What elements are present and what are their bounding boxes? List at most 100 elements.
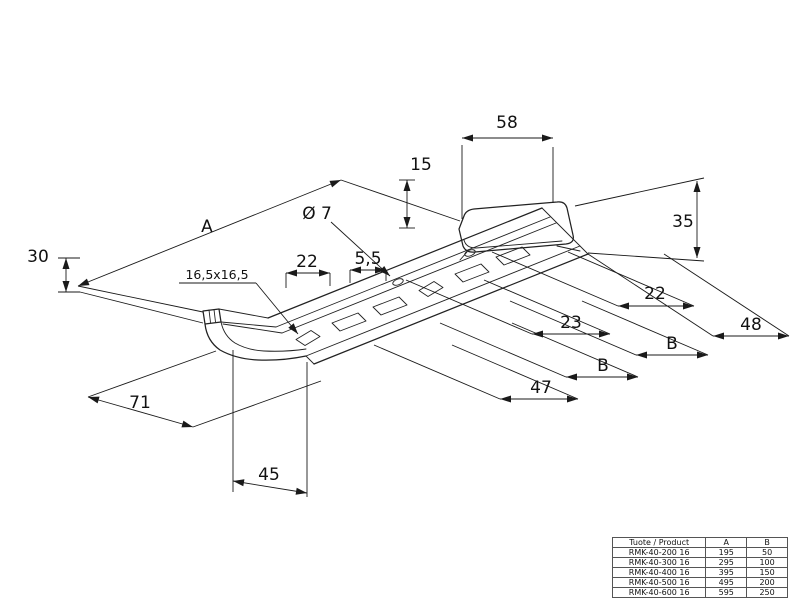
dim-label-A: A — [201, 217, 213, 237]
dimension-A: A — [77, 179, 461, 313]
left-clamp — [202, 308, 315, 365]
bracket-part — [202, 201, 589, 365]
dim-label-45: 45 — [258, 465, 280, 485]
plate-end-right — [541, 207, 589, 255]
cell-product: RMK-40-500 16 — [611, 577, 707, 588]
cell-A: 395 — [705, 567, 748, 578]
dimension-58: 58 — [461, 113, 554, 219]
dim-label-5-5: 5,5 — [354, 249, 381, 269]
hook-hatch-2 — [213, 309, 216, 323]
cell-product: RMK-40-300 16 — [611, 557, 707, 568]
table-header-row: Tuote / Product A B — [611, 537, 788, 548]
ext-line — [340, 179, 461, 222]
cell-A: 495 — [705, 577, 748, 588]
plate — [267, 207, 589, 365]
ext-line — [663, 253, 790, 337]
ext-line — [439, 322, 567, 378]
table-row: RMK-40-600 16 595 250 — [611, 587, 788, 598]
dimension-22-right: 22 — [491, 251, 695, 310]
cell-B: 100 — [746, 557, 788, 568]
clamp-top-1 — [218, 308, 269, 319]
clamp-top-2 — [220, 321, 277, 328]
plate-edge-far — [267, 207, 543, 319]
dimension-71: 71 — [87, 350, 322, 428]
cell-B: 150 — [746, 567, 788, 578]
cell-product: RMK-40-200 16 — [611, 547, 707, 558]
long-slot — [495, 246, 531, 266]
ext-line — [511, 322, 639, 378]
flange-connector-left — [459, 251, 468, 261]
clamp-inner-curve — [220, 321, 307, 352]
col-header-A: A — [705, 537, 748, 548]
ext-line — [79, 291, 204, 324]
ext-line — [405, 279, 533, 335]
flange-thickness-line — [463, 239, 563, 249]
dimension-45: 45 — [232, 350, 308, 497]
dim-label-B-lower: B — [597, 356, 609, 376]
dimension-15: 15 — [399, 155, 432, 229]
dim-line — [77, 179, 342, 287]
table-row: RMK-40-300 16 295 100 — [611, 557, 788, 568]
dimensions: 58 15 35 Ø 7 A 30 — [27, 113, 790, 497]
plate-edge-near — [313, 253, 589, 365]
long-slot — [331, 312, 367, 332]
dimension-23: 23 — [405, 279, 611, 338]
dim-label-35: 35 — [672, 212, 694, 232]
dimension-30: 30 — [27, 247, 204, 324]
dim-label-58: 58 — [496, 113, 518, 133]
dim-label-slot-size: 16,5x16,5 — [185, 267, 248, 282]
cell-A: 195 — [705, 547, 748, 558]
ext-line — [509, 300, 637, 356]
clamp-connector — [305, 355, 315, 365]
dim-label-30: 30 — [27, 247, 49, 267]
plate-face-bottom — [305, 245, 581, 357]
round-hole — [464, 249, 476, 257]
clamp-top-3 — [222, 323, 283, 334]
col-header-B: B — [746, 537, 788, 548]
square-slot — [418, 281, 444, 297]
ext-line — [587, 252, 705, 262]
table-row: RMK-40-400 16 395 150 — [611, 567, 788, 578]
cell-B: 250 — [746, 587, 788, 598]
dimension-22-left: 22 — [285, 252, 331, 288]
ext-line — [87, 350, 217, 398]
cell-B: 50 — [746, 547, 788, 558]
flange-connector-right — [556, 245, 581, 252]
product-table: Tuote / Product A B RMK-40-200 16 195 50… — [611, 537, 788, 598]
table-row: RMK-40-500 16 495 200 — [611, 577, 788, 588]
cell-product: RMK-40-600 16 — [611, 587, 707, 598]
hook-tab — [202, 308, 222, 325]
dim-label-23: 23 — [560, 313, 582, 333]
dimension-B-upper: B — [509, 300, 709, 359]
ext-line — [483, 279, 611, 335]
plate-bend-2 — [281, 222, 557, 334]
dim-label-48: 48 — [740, 315, 762, 335]
round-hole — [392, 278, 404, 286]
dimension-35: 35 — [574, 177, 705, 262]
plate-bend-1 — [275, 216, 551, 328]
square-slot — [295, 330, 321, 346]
dim-line — [87, 396, 194, 428]
cell-B: 200 — [746, 577, 788, 588]
flange-outline — [458, 201, 574, 253]
long-slot — [454, 263, 490, 283]
hook-hatch-1 — [208, 309, 211, 323]
ext-line — [491, 251, 619, 307]
dim-label-dia7: Ø 7 — [302, 204, 332, 224]
cell-A: 595 — [705, 587, 748, 598]
dim-label-15: 15 — [410, 155, 432, 175]
ext-line — [574, 177, 705, 207]
right-flange — [458, 201, 581, 261]
slots — [295, 246, 531, 346]
leader-line — [255, 282, 299, 335]
dim-label-22-right: 22 — [644, 284, 666, 304]
cell-A: 295 — [705, 557, 748, 568]
ext-line — [567, 251, 695, 307]
ext-line — [581, 300, 709, 356]
table-row: RMK-40-200 16 195 50 — [611, 547, 788, 558]
dimension-5-5: 5,5 — [349, 249, 387, 283]
dim-label-71: 71 — [129, 393, 151, 413]
dim-line — [232, 479, 308, 495]
dimension-B-lower: B — [439, 322, 639, 381]
